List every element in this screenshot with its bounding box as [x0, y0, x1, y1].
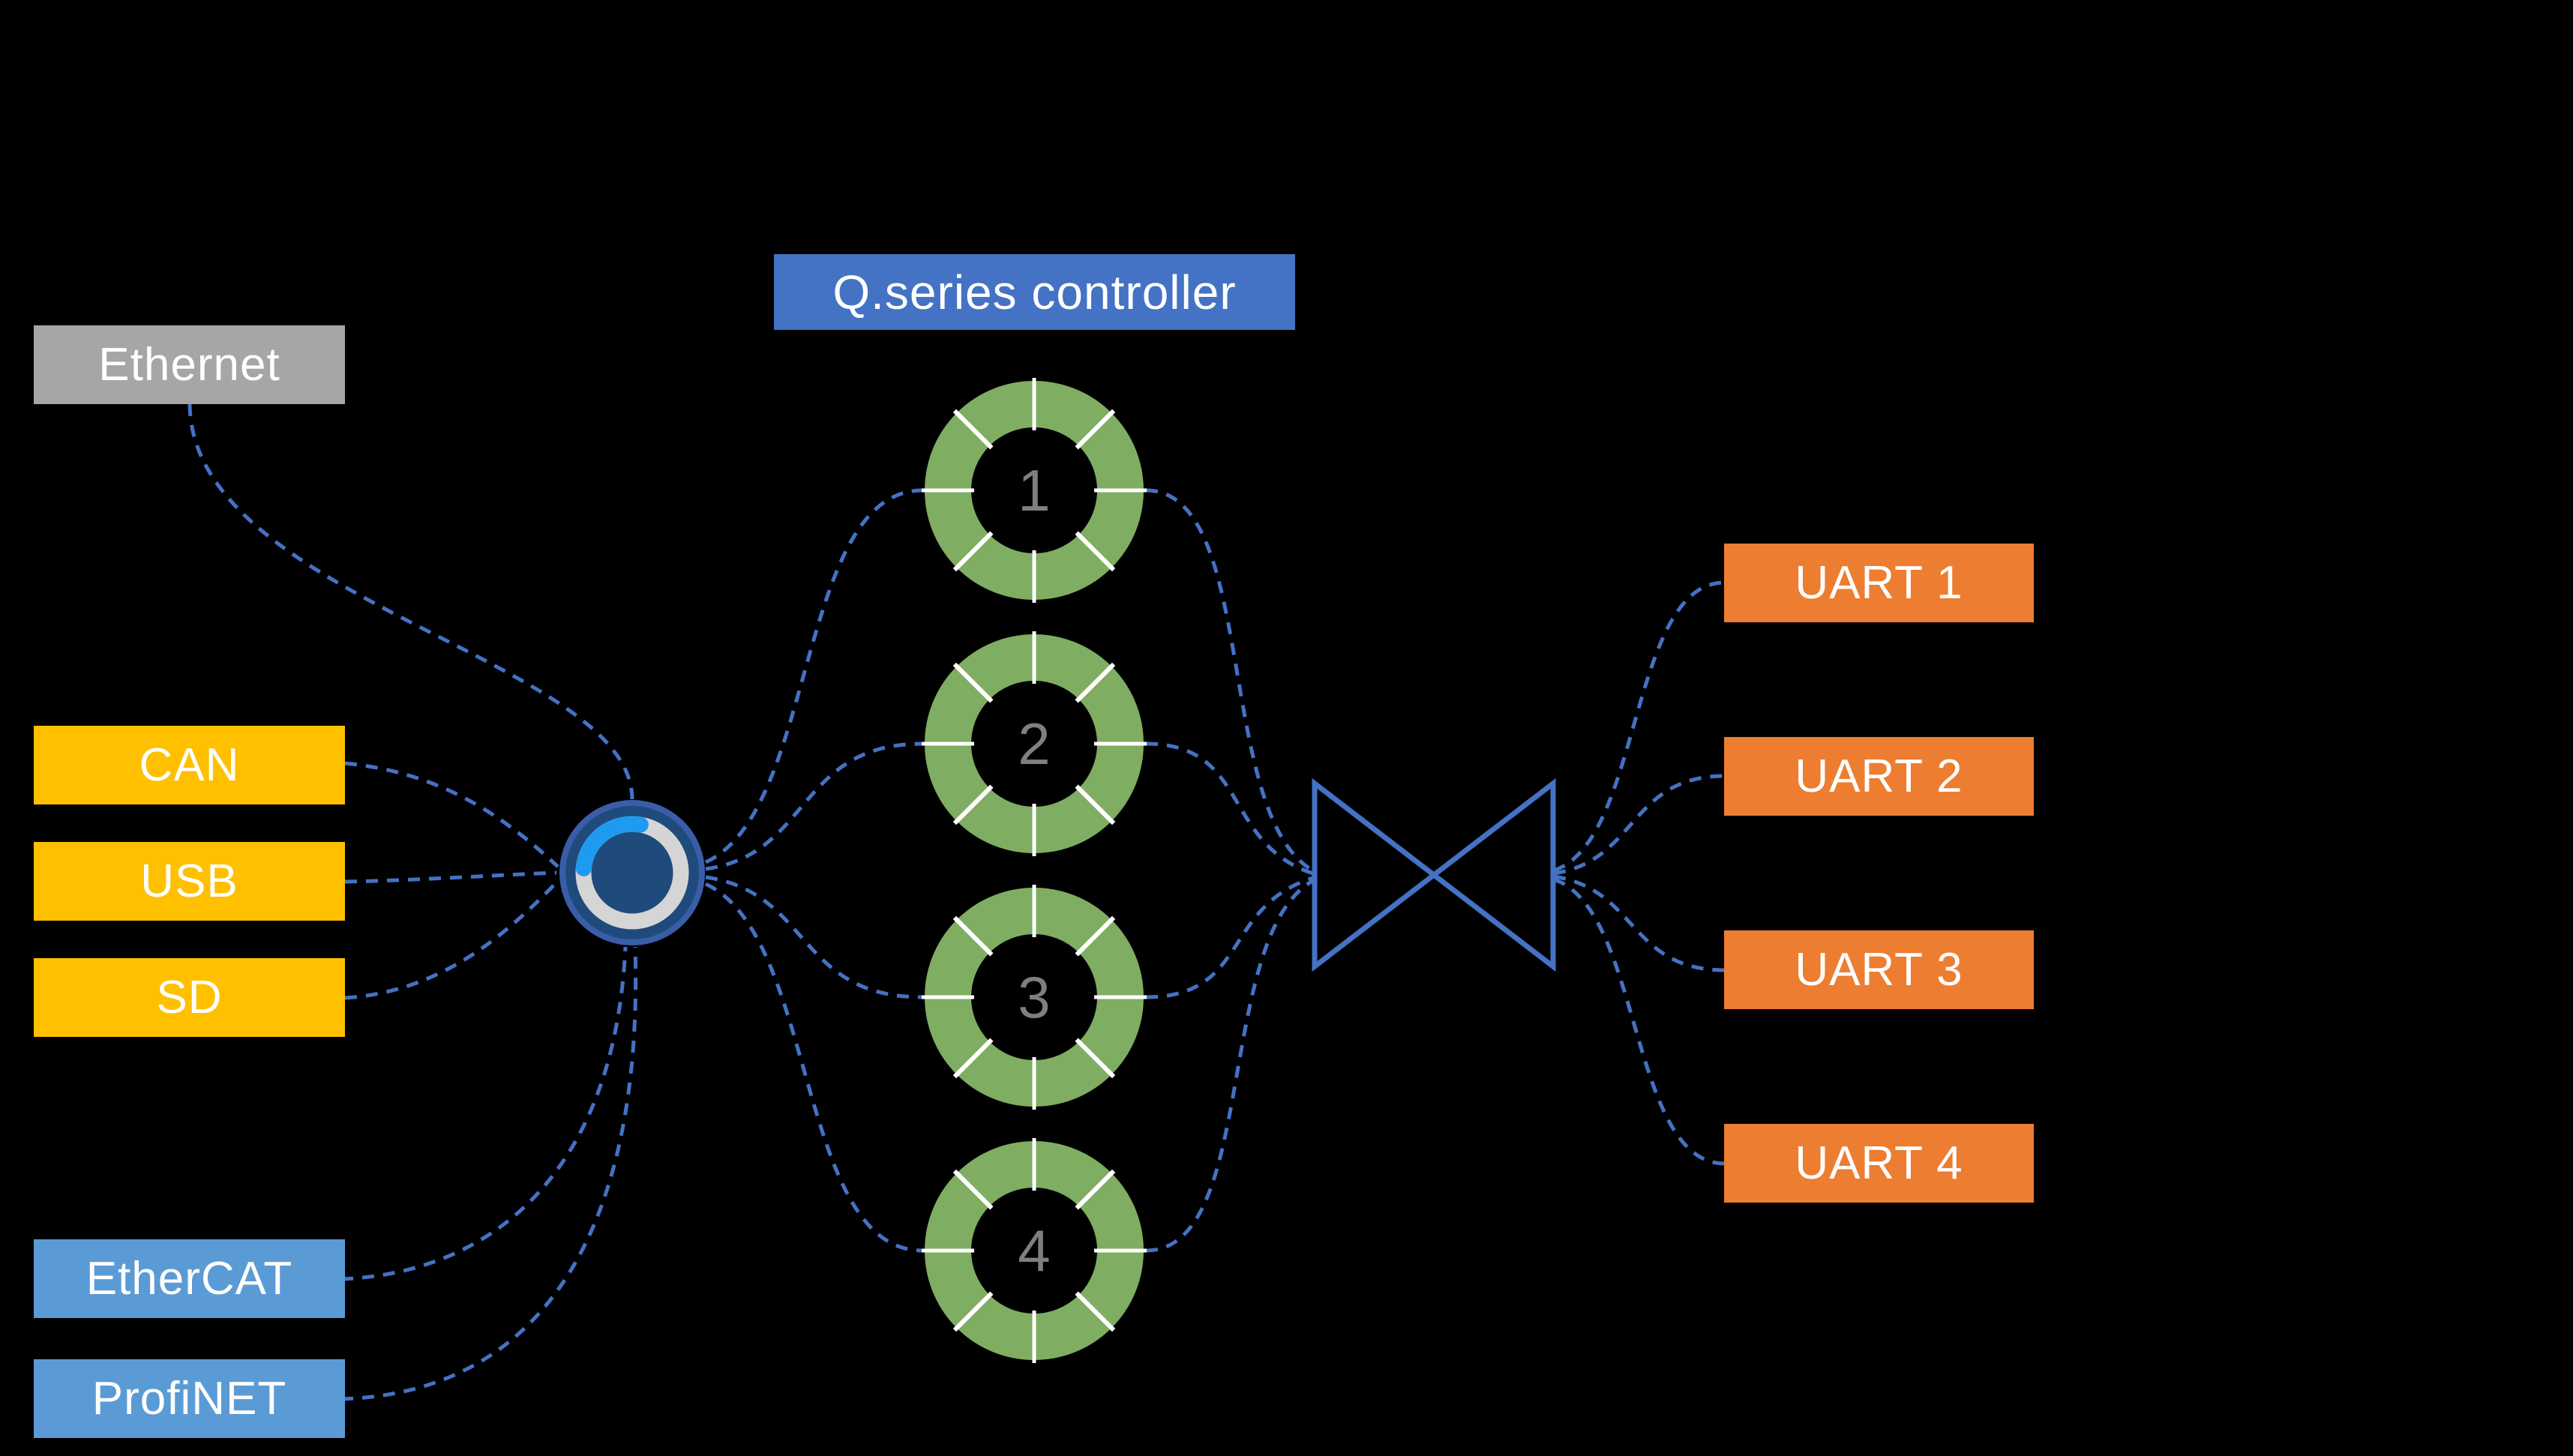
connector-valve-uart3 — [1553, 874, 1726, 972]
input-box-usb: USB — [34, 842, 345, 921]
core2-donut — [922, 631, 1147, 856]
input-label-profinet: ProfiNET — [91, 1373, 287, 1425]
output-box-uart4: UART 4 — [1724, 1124, 2034, 1203]
core1-donut — [922, 378, 1147, 603]
connector-valve-uart4 — [1553, 877, 1726, 1166]
input-label-sd: SD — [156, 972, 223, 1023]
output-label-uart1: UART 1 — [1795, 557, 1963, 609]
connector-core2-valve — [1145, 741, 1316, 876]
input-label-usb: USB — [140, 855, 238, 907]
connector-hub-core4 — [704, 882, 923, 1253]
core3-donut — [922, 885, 1147, 1110]
input-box-profinet: ProfiNET — [34, 1359, 345, 1438]
connector-hub-core1 — [704, 488, 923, 864]
connector-can-hub — [344, 761, 559, 868]
core2-dividers — [922, 631, 1147, 856]
controller-title-label: Q.series controller — [832, 265, 1237, 319]
connector-core4-valve — [1145, 877, 1317, 1253]
connector-core3-valve — [1145, 875, 1316, 999]
connector-valve-uart2 — [1553, 774, 1726, 876]
core2-number: 2 — [1018, 710, 1051, 777]
output-label-uart4: UART 4 — [1795, 1137, 1963, 1189]
output-box-uart2: UART 2 — [1724, 737, 2034, 816]
input-label-ethernet: Ethernet — [98, 339, 280, 391]
core4-donut — [922, 1138, 1147, 1363]
output-box-uart1: UART 1 — [1724, 544, 2034, 622]
output-label-uart2: UART 2 — [1795, 750, 1963, 802]
connector-usb-hub — [344, 870, 557, 884]
hub-progress-arc — [575, 816, 649, 876]
output-label-uart3: UART 3 — [1795, 944, 1963, 996]
connector-valve-uart1 — [1553, 580, 1726, 873]
connector-lines — [187, 403, 1726, 1401]
core1-number: 1 — [1018, 457, 1051, 523]
input-box-sd: SD — [34, 958, 345, 1037]
input-box-ethernet: Ethernet — [34, 325, 345, 404]
input-label-ethercat: EtherCAT — [85, 1253, 293, 1305]
core1-dividers — [922, 378, 1147, 603]
connector-sd-hub — [344, 879, 559, 1000]
valve-icon — [1312, 777, 1556, 972]
connector-ethernet-hub — [187, 403, 634, 800]
output-box-uart3: UART 3 — [1724, 930, 2034, 1009]
input-box-can: CAN — [34, 726, 345, 804]
connector-ethercat-hub — [340, 946, 628, 1281]
core4-dividers — [922, 1138, 1147, 1363]
connector-hub-core2 — [705, 741, 923, 871]
core3-number: 3 — [1018, 963, 1051, 1030]
input-box-ethercat: EtherCAT — [34, 1239, 345, 1318]
core4-number: 4 — [1018, 1217, 1051, 1284]
connector-hub-core3 — [705, 875, 923, 999]
core-donuts — [922, 378, 1147, 1363]
core3-dividers — [922, 885, 1147, 1110]
input-label-can: CAN — [139, 739, 240, 791]
controller-title: Q.series controller — [774, 254, 1295, 330]
hub-icon — [559, 800, 705, 945]
connector-core1-valve — [1145, 488, 1317, 874]
connector-profinet-hub — [340, 946, 638, 1401]
